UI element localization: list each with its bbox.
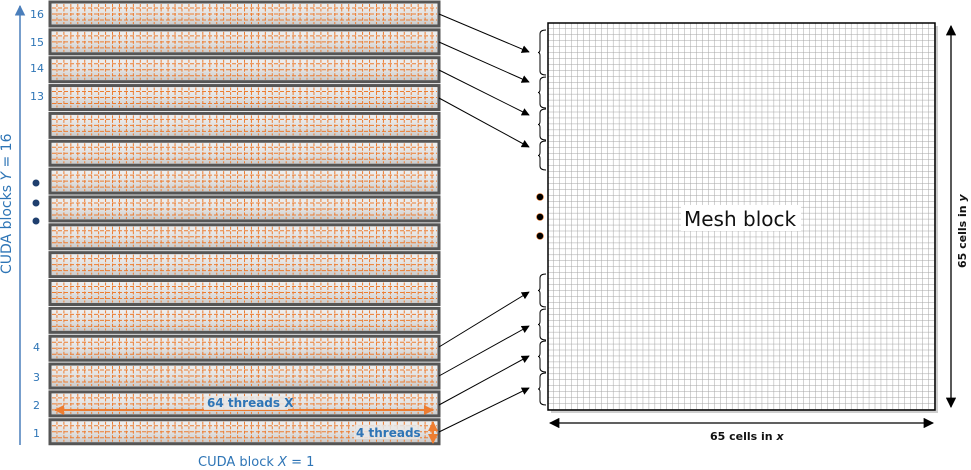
row-label-14: 14 xyxy=(30,62,44,75)
cells-x-label: 65 cells in x xyxy=(710,430,784,443)
cuda-block-rows xyxy=(48,0,441,446)
curly-brace xyxy=(537,308,547,341)
row-label-4: 4 xyxy=(33,341,40,354)
row-label-3: 3 xyxy=(33,371,40,384)
curly-brace xyxy=(537,372,547,406)
mesh-block-label: Mesh block xyxy=(684,207,796,231)
connector-arrow-4 xyxy=(438,291,530,348)
mesh-block-border xyxy=(547,22,936,411)
cuda-block-row xyxy=(48,0,441,28)
row-labels: 16 15 14 13 4 3 2 1 xyxy=(30,8,44,440)
cuda-block-row xyxy=(48,251,441,279)
connector-arrow-2 xyxy=(438,355,530,406)
ellipsis-dot xyxy=(32,199,40,207)
ellipsis-dot xyxy=(32,217,40,225)
mesh-block-label-bg xyxy=(681,205,801,231)
cuda-block-row xyxy=(48,111,441,139)
connector-arrows xyxy=(438,13,530,433)
ellipsis-dots-left xyxy=(32,179,40,225)
cuda-block-row xyxy=(48,56,441,84)
threads-x-label: 64 threads X xyxy=(207,396,294,410)
cuda-block-row xyxy=(48,139,441,167)
cuda-block-row xyxy=(48,279,441,306)
threads-x-label-bg xyxy=(204,396,288,410)
cuda-block-row xyxy=(48,306,441,334)
cuda-block-row xyxy=(48,223,441,251)
curly-brace xyxy=(537,76,547,109)
cuda-block-row xyxy=(48,334,441,362)
cuda-block-row xyxy=(48,84,441,112)
row-label-15: 15 xyxy=(30,36,44,49)
ellipsis-dot xyxy=(32,179,40,187)
cuda-block-row xyxy=(48,167,441,195)
row-label-13: 13 xyxy=(30,90,44,103)
curly-brace xyxy=(537,108,547,141)
cuda-block-x-label: CUDA block X = 1 xyxy=(198,455,314,470)
threads-y-label: 4 threads xyxy=(356,426,421,440)
curly-brace xyxy=(537,29,547,76)
cuda-blocks-y-axis-label: CUDA blocks Y = 16 xyxy=(0,133,15,274)
curly-brace xyxy=(537,340,547,373)
row-label-2: 2 xyxy=(33,399,40,412)
cuda-block-row xyxy=(48,195,441,223)
connector-arrow-16 xyxy=(438,13,530,53)
cuda-block-row xyxy=(48,362,441,390)
connector-arrow-15 xyxy=(438,41,530,83)
connector-arrow-14 xyxy=(438,69,530,116)
threads-y-label-bg xyxy=(354,425,420,439)
connector-arrow-13 xyxy=(438,97,530,148)
cells-y-label: 65 cells in y xyxy=(956,194,969,268)
connector-arrow-1 xyxy=(438,387,530,433)
ellipsis-dot xyxy=(536,232,544,240)
ellipsis-dot xyxy=(536,213,544,221)
cuda-block-row xyxy=(48,28,441,56)
curly-brace xyxy=(537,140,547,171)
ellipsis-dots-middle xyxy=(536,193,544,240)
row-label-1: 1 xyxy=(33,427,40,440)
connector-arrow-3 xyxy=(438,325,530,377)
curly-brace xyxy=(537,273,547,308)
row-label-16: 16 xyxy=(30,8,44,21)
ellipsis-dot xyxy=(536,193,544,201)
curly-braces xyxy=(537,29,547,406)
